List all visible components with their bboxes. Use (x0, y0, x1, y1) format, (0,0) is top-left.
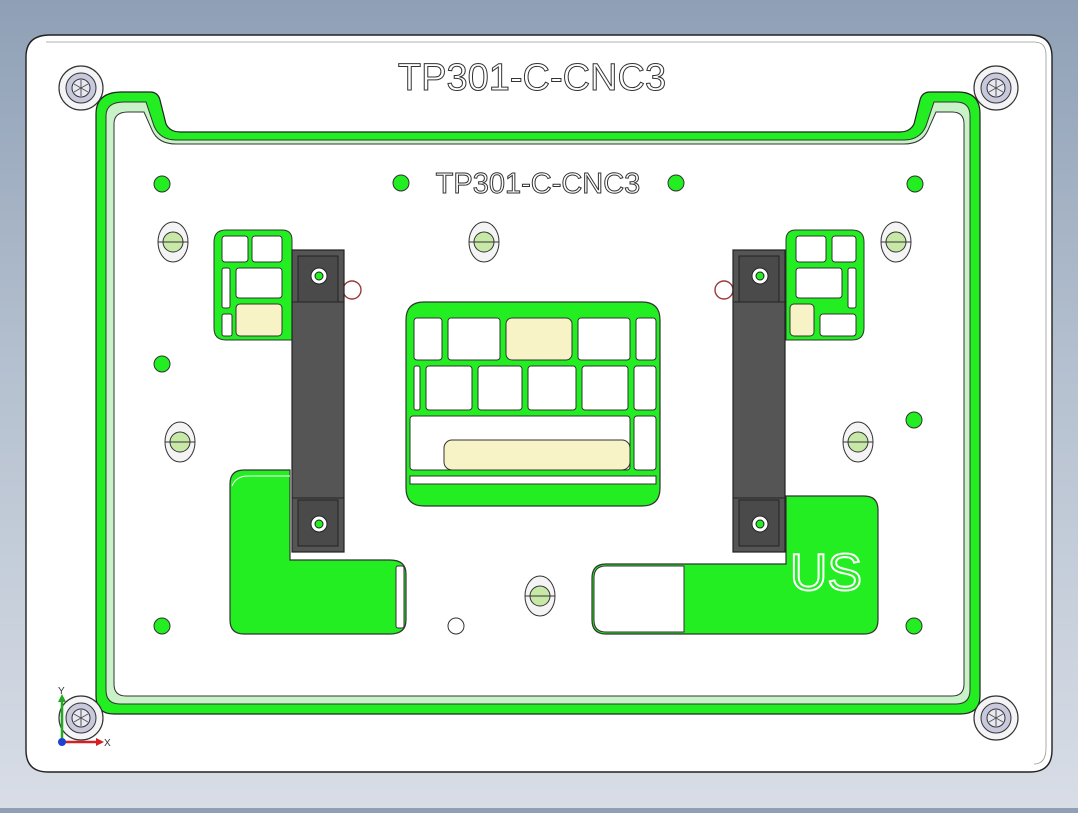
corner-screw-top-right[interactable] (973, 65, 1019, 111)
clamp-bolt-icon[interactable] (310, 267, 328, 285)
left-clamp-bar[interactable] (291, 249, 345, 553)
outer-engraving: TP301-C-CNC3 (398, 57, 666, 99)
support-pins[interactable] (157, 221, 912, 617)
corner-screw-top-left[interactable] (58, 65, 104, 111)
center-window (405, 301, 661, 507)
corner-screw-bottom-right[interactable] (973, 695, 1019, 741)
side-mark: US (790, 544, 862, 602)
clamp-bolt-icon[interactable] (751, 267, 769, 285)
x-axis-label: X (104, 738, 111, 749)
axis-triad[interactable]: Y X (58, 686, 111, 749)
right-clamp-bar[interactable] (732, 249, 786, 553)
left-l-pocket (229, 469, 407, 635)
small-locating-holes (153, 174, 924, 635)
clamp-bolt-icon[interactable] (751, 515, 769, 533)
clamp-bolt-icon[interactable] (310, 515, 328, 533)
z-axis-icon (58, 738, 66, 746)
right-l-pocket: US (591, 495, 879, 635)
corner-screw-bottom-left[interactable] (58, 695, 104, 741)
y-axis-label: Y (58, 686, 65, 697)
right-window (785, 229, 865, 341)
inner-engraving: TP301-C-CNC3 (436, 168, 641, 200)
left-window (213, 229, 293, 341)
